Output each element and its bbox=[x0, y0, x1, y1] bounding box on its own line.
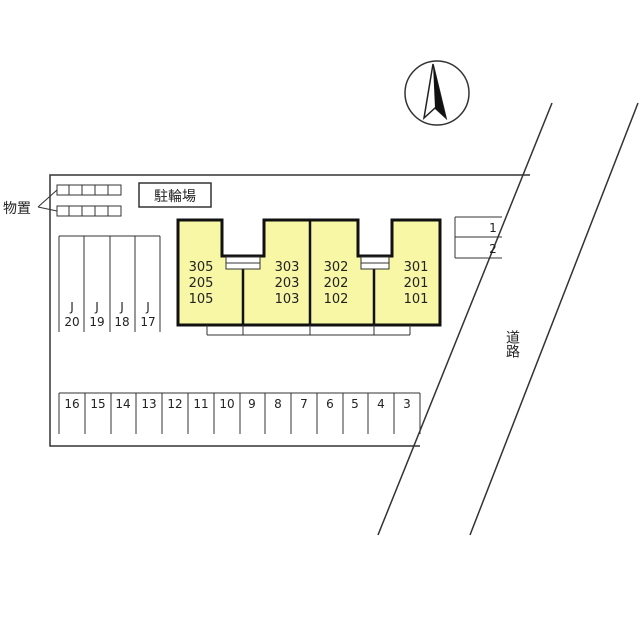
parking-space-7: 7 bbox=[300, 397, 308, 411]
parking-space-11: 11 bbox=[193, 397, 208, 411]
parking-left-lines bbox=[58, 235, 161, 332]
parking-space-16: 16 bbox=[64, 397, 79, 411]
parking-space-18: 18 bbox=[114, 315, 129, 329]
unit-303: 303 bbox=[275, 260, 300, 275]
parking-space-12: 12 bbox=[167, 397, 182, 411]
parking-space-9: 9 bbox=[248, 397, 256, 411]
parking-space-19-mark: J bbox=[94, 300, 99, 314]
bike-parking-label: 駐輪場 bbox=[154, 188, 196, 205]
parking-space-17: 17 bbox=[140, 315, 155, 329]
unit-105: 105 bbox=[189, 292, 214, 307]
unit-202: 202 bbox=[324, 276, 349, 291]
unit-205: 205 bbox=[189, 276, 214, 291]
unit-201: 201 bbox=[404, 276, 429, 291]
bike-parking-box bbox=[138, 182, 212, 208]
parking-space-6: 6 bbox=[326, 397, 334, 411]
parking-space-20-mark: J bbox=[69, 300, 74, 314]
site-boundary bbox=[49, 174, 530, 447]
unit-302: 302 bbox=[324, 260, 349, 275]
parking-space-18-mark: J bbox=[119, 300, 124, 314]
parking-space-19: 19 bbox=[89, 315, 104, 329]
parking-space-10: 10 bbox=[219, 397, 234, 411]
storage-label: 物置 bbox=[3, 201, 31, 217]
parking-space-13: 13 bbox=[141, 397, 156, 411]
road-label: 道路 bbox=[504, 330, 520, 358]
parking-space-3: 3 bbox=[403, 397, 411, 411]
parking-space-20: 20 bbox=[64, 315, 79, 329]
parking-space-17-mark: J bbox=[145, 300, 150, 314]
parking-space-14: 14 bbox=[115, 397, 130, 411]
unit-203: 203 bbox=[275, 276, 300, 291]
storage-racks bbox=[37, 184, 122, 217]
parking-space-4: 4 bbox=[377, 397, 385, 411]
building-eave bbox=[206, 325, 411, 336]
unit-101: 101 bbox=[404, 292, 429, 307]
parking-right-lines bbox=[454, 216, 502, 259]
stair-landings bbox=[225, 256, 390, 270]
parking-space-2: 2 bbox=[489, 242, 497, 256]
unit-103: 103 bbox=[275, 292, 300, 307]
parking-space-15: 15 bbox=[90, 397, 105, 411]
unit-102: 102 bbox=[324, 292, 349, 307]
parking-space-1: 1 bbox=[489, 221, 497, 235]
parking-bottom-lines bbox=[58, 392, 421, 434]
parking-space-8: 8 bbox=[274, 397, 282, 411]
unit-301: 301 bbox=[404, 260, 429, 275]
road-edge-right bbox=[469, 102, 639, 536]
unit-305: 305 bbox=[189, 260, 214, 275]
north-arrow-icon bbox=[404, 60, 470, 126]
parking-space-5: 5 bbox=[351, 397, 359, 411]
